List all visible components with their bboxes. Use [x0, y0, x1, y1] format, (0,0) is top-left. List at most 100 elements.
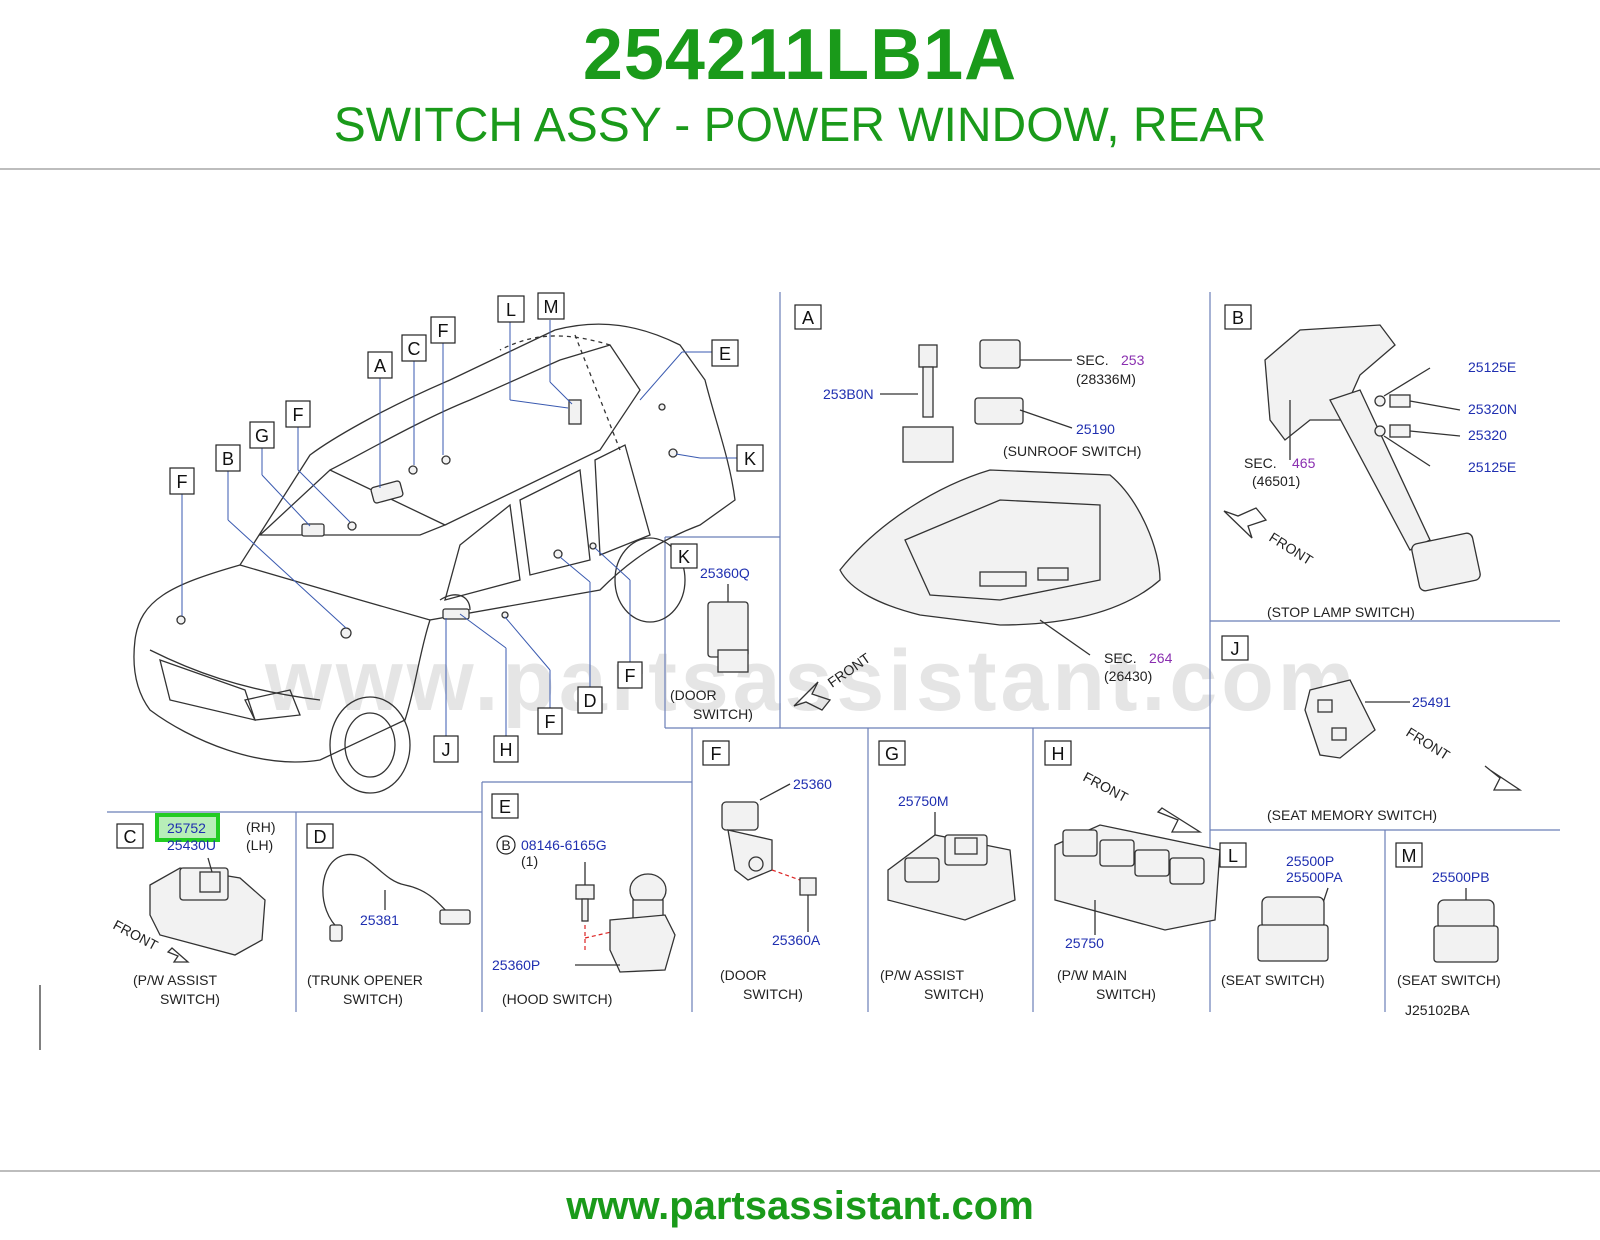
panel-e-letter: E [499, 797, 511, 817]
highlight-25752[interactable] [155, 813, 220, 842]
panel-d-trunk-opener-switch: D 25381 (TRUNK OPENER SWITCH) [306, 823, 471, 1007]
section-465[interactable]: 465 [1292, 455, 1316, 471]
callout-leaders [181, 320, 737, 737]
panel-m-seat-switch: M 25500PB (SEAT SWITCH) [1395, 842, 1501, 988]
svg-text:(RH): (RH) [246, 819, 276, 835]
callout-m: M [544, 297, 559, 317]
panel-h-front: FRONT [1081, 769, 1131, 806]
panel-b-caption: (STOP LAMP SWITCH) [1267, 604, 1415, 620]
part-25500PB[interactable]: 25500PB [1432, 869, 1490, 885]
svg-text:SWITCH): SWITCH) [924, 986, 984, 1002]
diagram-code: J25102BA [1405, 1002, 1470, 1018]
callout-b: B [222, 449, 234, 469]
panel-k-letter: K [678, 547, 690, 567]
panel-l-caption: (SEAT SWITCH) [1221, 972, 1325, 988]
svg-text:SWITCH): SWITCH) [343, 991, 403, 1007]
panel-g-letter: G [885, 744, 899, 764]
part-description: SWITCH ASSY - POWER WINDOW, REAR [333, 99, 1267, 152]
part-25360P[interactable]: 25360P [492, 957, 540, 973]
vehicle-callouts: A B C E F F F F F D G H J K L M [169, 292, 764, 763]
callout-f-roof: F [438, 321, 449, 341]
callout-h: H [500, 740, 513, 760]
part-25190[interactable]: 25190 [1076, 421, 1115, 437]
part-25125E-upper[interactable]: 25125E [1468, 359, 1516, 375]
part-25125E-lower[interactable]: 25125E [1468, 459, 1516, 475]
svg-text:SEC.: SEC. [1244, 455, 1277, 471]
part-25750M[interactable]: 25750M [898, 793, 949, 809]
part-25360Q[interactable]: 25360Q [700, 565, 750, 581]
panel-a-sunroof-switch: A 253B0N SEC. 253 (28336M) 25190 (SUNROO… [793, 304, 1173, 711]
panel-grid [39, 292, 1560, 1050]
panel-c-pw-assist-switch: C 25752 (RH) 25430U (LH) FRONT (P/W ASSI… [111, 813, 276, 1007]
svg-text:SWITCH): SWITCH) [743, 986, 803, 1002]
header: 254211LB1A SWITCH ASSY - POWER WINDOW, R… [0, 0, 1600, 168]
panel-h-pw-main-switch: H FRONT 25750 (P/W MAIN SWITCH) [1044, 740, 1221, 1002]
part-253B0N[interactable]: 253B0N [823, 386, 874, 402]
svg-text:SEC.: SEC. [1104, 650, 1137, 666]
svg-text:B: B [501, 837, 510, 853]
part-25360A[interactable]: 25360A [772, 932, 821, 948]
panel-l-seat-switch: L 25500P 25500PA (SEAT SWITCH) [1219, 842, 1343, 988]
svg-text:(TRUNK OPENER: (TRUNK OPENER [307, 972, 423, 988]
part-25500P[interactable]: 25500P [1286, 853, 1334, 869]
watermark: www.partsassistant.com [264, 633, 1358, 729]
part-25381[interactable]: 25381 [360, 912, 399, 928]
panel-j-front: FRONT [1403, 724, 1453, 763]
panel-c-letter: C [124, 827, 137, 847]
panel-m-caption: (SEAT SWITCH) [1397, 972, 1501, 988]
svg-text:(LH): (LH) [246, 837, 273, 853]
panel-d-letter: D [314, 827, 327, 847]
panel-e-hood-switch: E B 08146-6165G (1) 25360P (HOOD SWITCH) [491, 793, 676, 1007]
svg-text:SWITCH): SWITCH) [160, 991, 220, 1007]
callout-f-dash: F [293, 405, 304, 425]
panel-b-letter: B [1232, 308, 1244, 328]
footer-url[interactable]: www.partsassistant.com [566, 1184, 1034, 1228]
svg-text:SWITCH): SWITCH) [693, 706, 753, 722]
part-25430U[interactable]: 25430U [167, 837, 216, 853]
panel-j-letter: J [1231, 639, 1240, 659]
svg-text:(46501): (46501) [1252, 473, 1300, 489]
part-25750[interactable]: 25750 [1065, 935, 1104, 951]
callout-c-door: D [584, 691, 597, 711]
part-25360[interactable]: 25360 [793, 776, 832, 792]
footer-divider [0, 1170, 1600, 1172]
panel-l-letter: L [1228, 846, 1238, 866]
svg-text:(P/W ASSIST: (P/W ASSIST [133, 972, 217, 988]
svg-text:SEC.: SEC. [1076, 352, 1109, 368]
section-264[interactable]: 264 [1149, 650, 1173, 666]
section-253[interactable]: 253 [1121, 352, 1145, 368]
callout-j: J [442, 740, 451, 760]
callout-f-door-front: F [545, 712, 556, 732]
panel-e-caption: (HOOD SWITCH) [502, 991, 612, 1007]
panel-k-door-switch: K 25360Q (DOOR SWITCH) [670, 543, 753, 722]
vehicle-illustration [133, 323, 736, 794]
panel-f-letter: F [711, 744, 722, 764]
panel-b-front: FRONT [1266, 529, 1316, 568]
part-25752[interactable]: 25752 [167, 820, 206, 836]
callout-f-door-rear: F [625, 666, 636, 686]
svg-text:(1): (1) [521, 853, 538, 869]
panel-j-caption: (SEAT MEMORY SWITCH) [1267, 807, 1437, 823]
svg-text:(DOOR: (DOOR [670, 687, 717, 703]
part-08146-6165G[interactable]: 08146-6165G [521, 837, 607, 853]
callout-a: A [374, 356, 386, 376]
callout-d: E [719, 344, 731, 364]
panel-a-letter: A [802, 308, 814, 328]
svg-text:(P/W ASSIST: (P/W ASSIST [880, 967, 964, 983]
callout-k: K [744, 449, 756, 469]
callout-l: L [506, 300, 516, 320]
part-25320N[interactable]: 25320N [1468, 401, 1517, 417]
header-divider [0, 168, 1600, 170]
svg-text:(26430): (26430) [1104, 668, 1152, 684]
svg-text:SWITCH): SWITCH) [1096, 986, 1156, 1002]
part-25500PA[interactable]: 25500PA [1286, 869, 1343, 885]
svg-text:(P/W MAIN: (P/W MAIN [1057, 967, 1127, 983]
panel-h-letter: H [1052, 744, 1065, 764]
part-number-title: 254211LB1A [582, 15, 1018, 95]
svg-text:(28336M): (28336M) [1076, 371, 1136, 387]
part-25491[interactable]: 25491 [1412, 694, 1451, 710]
part-25320[interactable]: 25320 [1468, 427, 1507, 443]
callout-c: C [408, 339, 421, 359]
panel-m-letter: M [1402, 846, 1417, 866]
